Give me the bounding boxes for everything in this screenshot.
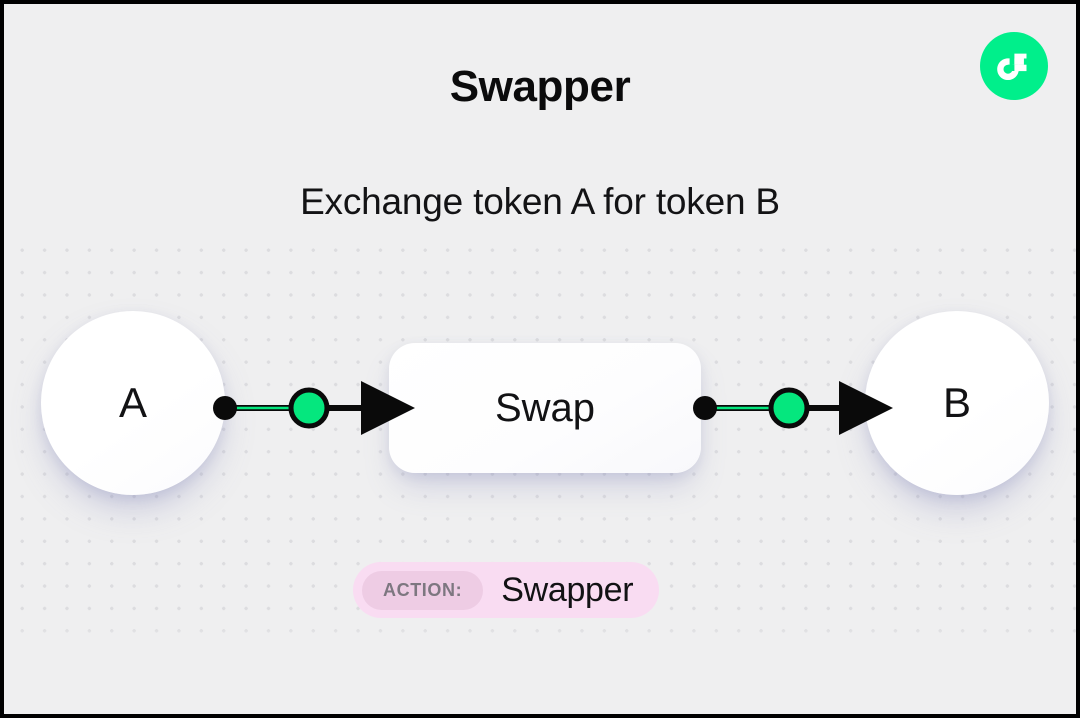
edge-source-handle-swap bbox=[693, 396, 717, 420]
edge-midpoint-a-to-swap bbox=[288, 387, 330, 429]
action-badge: ACTION: Swapper bbox=[353, 562, 660, 618]
edge-swap-to-b[interactable] bbox=[691, 381, 893, 435]
node-swap[interactable]: Swap bbox=[389, 343, 701, 473]
edge-midpoint-swap-to-b bbox=[768, 387, 810, 429]
node-token-b[interactable]: B bbox=[865, 311, 1049, 495]
node-token-b-label: B bbox=[942, 379, 971, 426]
node-token-a[interactable]: A bbox=[41, 311, 225, 495]
app-canvas: Swapper Exchange token A for token B A S… bbox=[4, 4, 1076, 714]
flow-logo-icon[interactable] bbox=[980, 32, 1048, 100]
page-subtitle: Exchange token A for token B bbox=[300, 181, 780, 222]
node-token-a-label: A bbox=[118, 379, 147, 426]
edge-a-to-swap[interactable] bbox=[209, 381, 415, 435]
action-badge-value: Swapper bbox=[501, 570, 634, 609]
edge-source-handle-a bbox=[213, 396, 237, 420]
action-badge-key: ACTION: bbox=[362, 570, 484, 610]
page-title: Swapper bbox=[449, 62, 631, 111]
flow-graph: A Swap B bbox=[4, 4, 1076, 714]
node-swap-label: Swap bbox=[494, 385, 596, 430]
